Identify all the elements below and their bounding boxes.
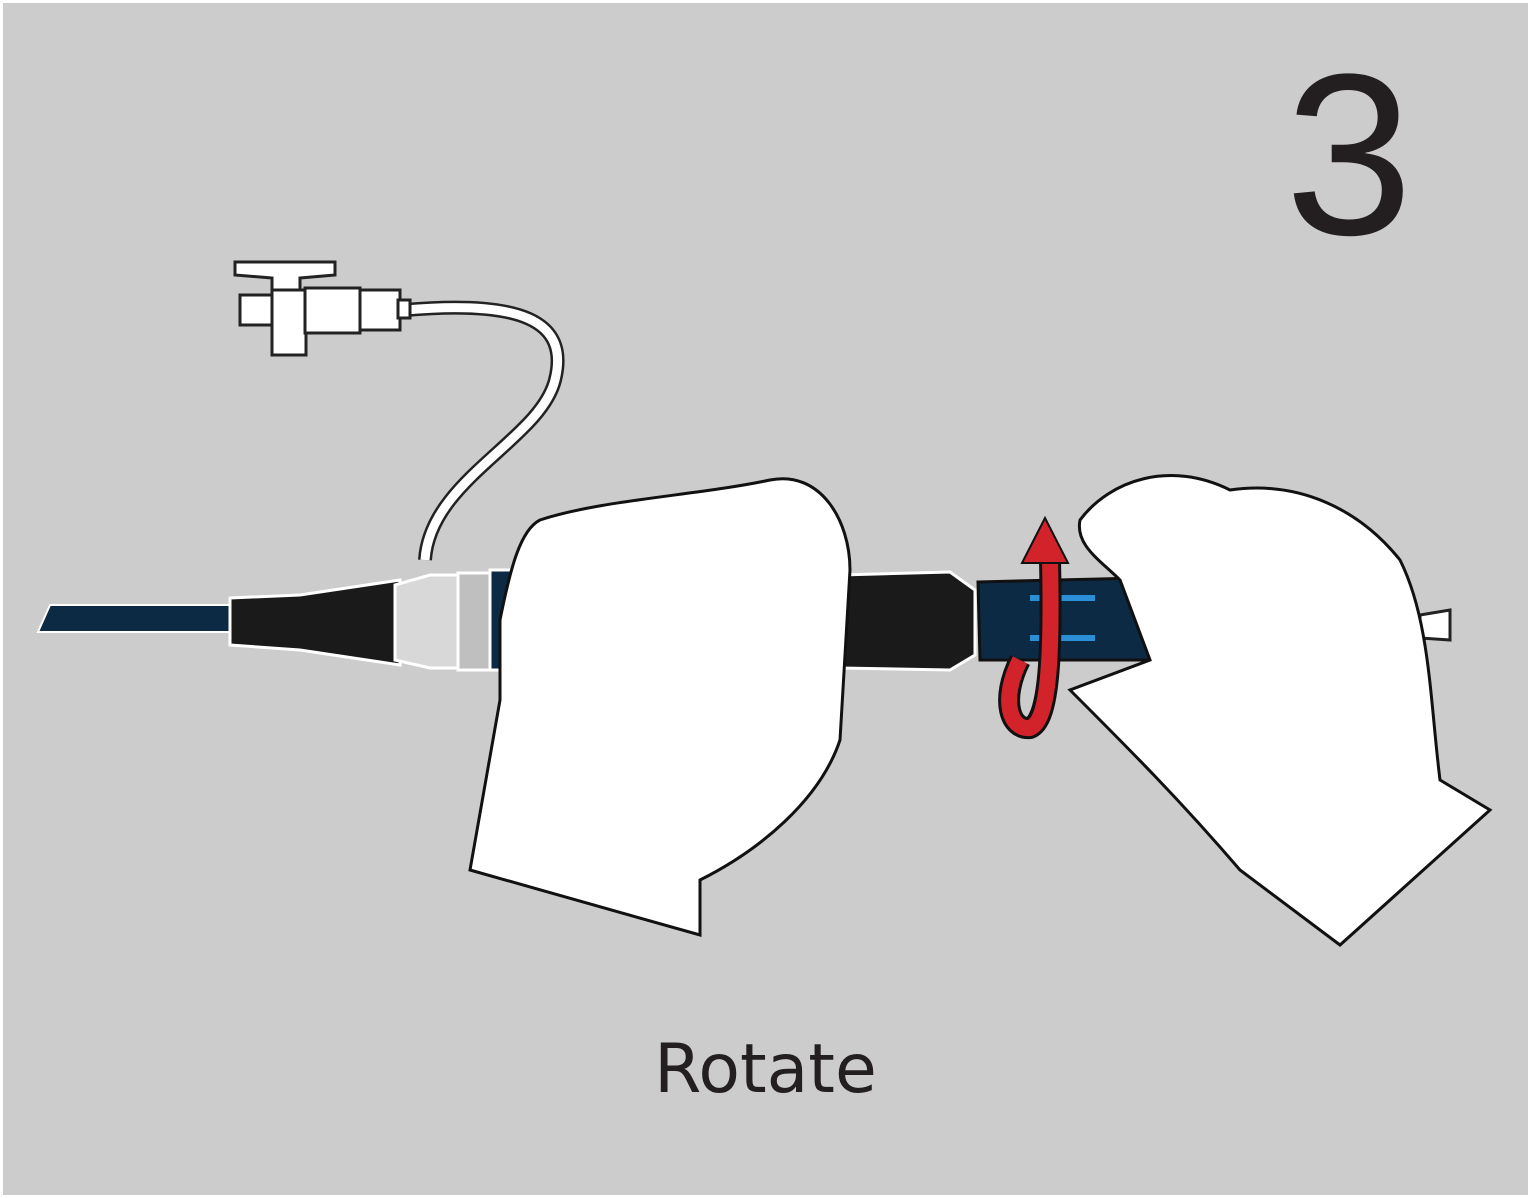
gloved-hand-icon (468, 477, 852, 937)
handle-accent-stripes (1030, 595, 1095, 641)
catheter-shaft (36, 604, 241, 633)
rotate-arrow-icon (998, 515, 1070, 739)
stopcock-icon (233, 260, 412, 357)
step-number: 3 (1285, 26, 1413, 283)
gloved-hand-icon (1067, 474, 1493, 947)
step-caption: Rotate (654, 1030, 877, 1109)
